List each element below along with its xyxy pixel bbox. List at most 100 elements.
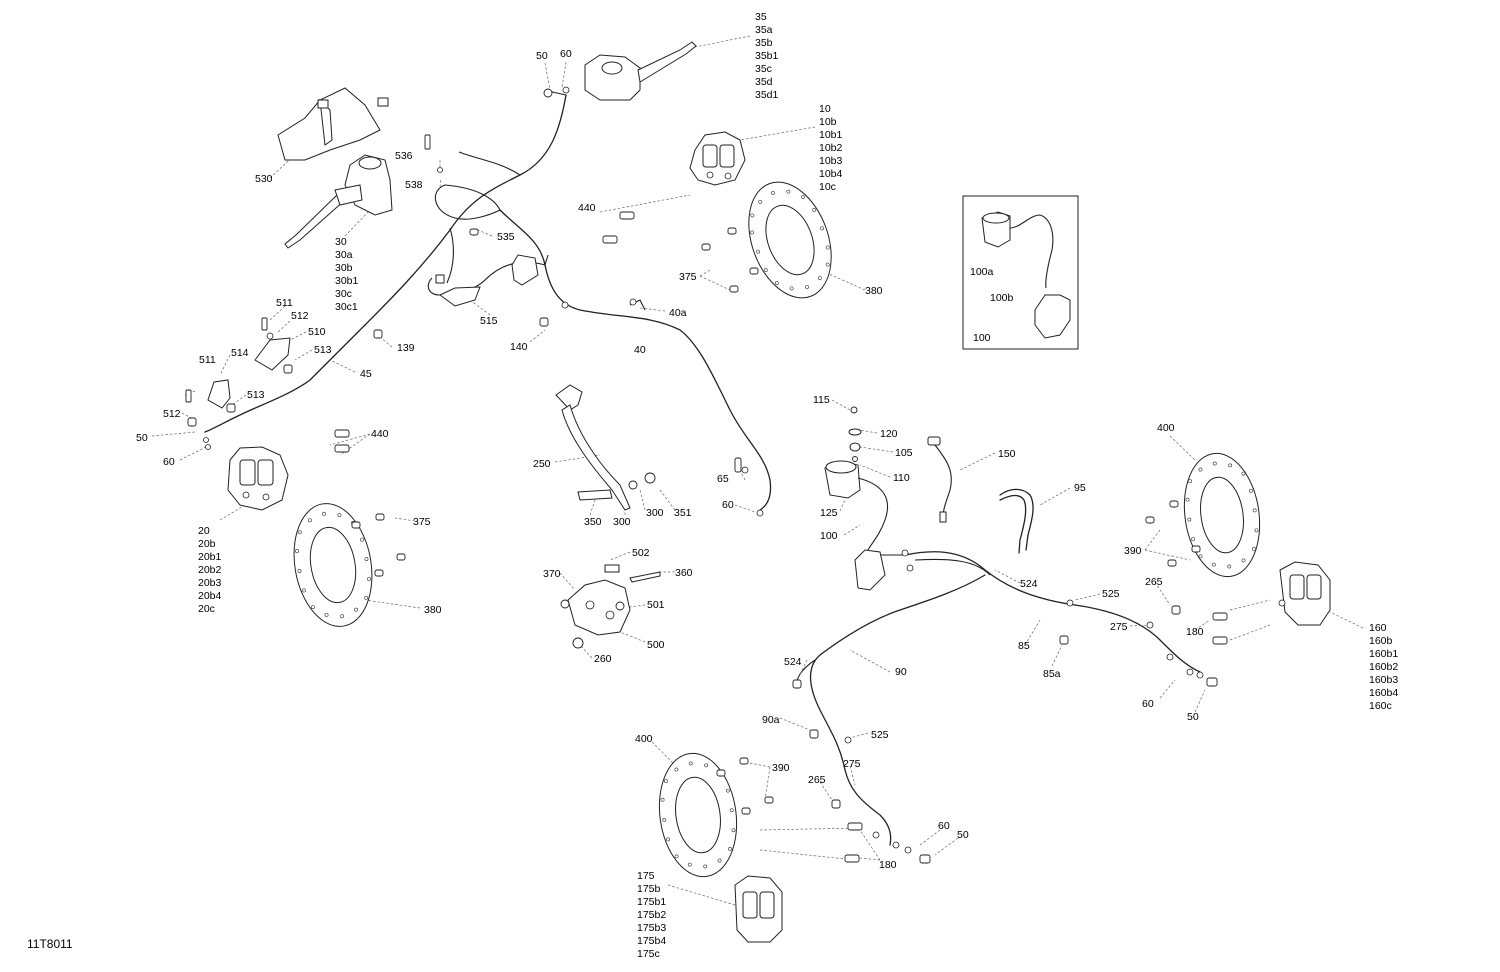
callout-513: 513 [314,344,332,356]
callout-120: 120 [880,428,898,440]
callout-50: 50 [957,829,969,841]
callout-60: 60 [560,48,572,60]
callout-511: 511 [276,297,293,309]
callout-160b1: 160b1 [1369,648,1398,660]
callout-35a: 35a [755,24,773,36]
callout-100b: 100b [990,292,1014,304]
callout-90: 90 [895,666,907,678]
callout-525: 525 [871,729,889,741]
callout-90a: 90a [762,714,780,726]
callout-110: 110 [893,472,910,484]
callout-20b3: 20b3 [198,577,222,589]
callout-50: 50 [536,50,548,62]
leader-lines [151,35,1364,906]
callout-60: 60 [163,456,175,468]
callout-50: 50 [1187,711,1199,723]
callout-175b3: 175b3 [637,922,666,934]
callout-85: 85 [1018,640,1030,652]
callout-160: 160 [1369,622,1387,634]
callout-502: 502 [632,547,650,559]
callout-35c: 35c [755,63,772,75]
callout-30: 30 [335,236,347,248]
callout-30c1: 30c1 [335,301,358,313]
callout-375: 375 [679,271,697,283]
callout-10b1: 10b1 [819,129,843,141]
brake-disc-front-right [748,181,832,299]
callout-20c: 20c [198,603,215,615]
callout-150: 150 [998,448,1016,460]
caliper-rear-left [734,875,783,943]
callout-20b4: 20b4 [198,590,222,602]
callout-group-10: 10 10b 10b1 10b2 10b3 10b4 10c [819,103,843,193]
callout-35d1: 35d1 [755,89,779,101]
callout-30b: 30b [335,262,353,274]
hose-95 [999,488,1034,554]
callout-375: 375 [413,516,431,528]
bracket-530 [277,87,389,161]
callout-512: 512 [163,408,181,420]
callout-350: 350 [584,516,602,528]
callout-400: 400 [635,733,653,745]
callout-525: 525 [1102,588,1120,600]
callout-400: 400 [1157,422,1175,434]
callout-45: 45 [360,368,372,380]
callout-524: 524 [1020,578,1038,590]
callout-group-175: 175 175b 175b1 175b2 175b3 175b4 175c [637,870,666,960]
callout-530: 530 [255,173,273,185]
callout-260: 260 [594,653,612,665]
callout-180: 180 [879,859,897,871]
callout-group-30: 30 30a 30b 30b1 30c 30c1 [335,236,359,313]
callout-20b: 20b [198,538,216,550]
callout-10b2: 10b2 [819,142,843,154]
callout-160b: 160b [1369,635,1393,647]
brake-disc-rear-right [1183,452,1261,578]
callout-390: 390 [1124,545,1142,557]
callout-105: 105 [895,447,913,459]
callout-175b: 175b [637,883,661,895]
callout-group-20: 20 20b 20b1 20b2 20b3 20b4 20c [198,525,222,615]
callout-35: 35 [755,11,767,23]
callout-30a: 30a [335,249,353,261]
caliper-front-left [227,446,289,511]
callout-60: 60 [722,499,734,511]
callout-20b1: 20b1 [198,551,222,563]
callout-160b4: 160b4 [1369,687,1398,699]
callout-30b1: 30b1 [335,275,359,287]
callout-100: 100 [973,332,991,344]
drawing-id: 11T8011 [27,937,73,951]
callout-35b1: 35b1 [755,50,779,62]
callout-180: 180 [1186,626,1204,638]
callout-275: 275 [1110,621,1128,633]
rear-sensor-150 [927,436,952,523]
callout-160b3: 160b3 [1369,674,1398,686]
callout-538: 538 [405,179,423,191]
callout-500: 500 [647,639,665,651]
rear-reservoir-125 [824,406,889,591]
callout-440: 440 [578,202,596,214]
callout-501: 501 [647,599,665,611]
master-cylinder-right-lever [543,41,697,101]
callout-390: 390 [772,762,790,774]
callout-370: 370 [543,568,561,580]
callout-100: 100 [820,530,838,542]
callout-100a: 100a [970,266,994,278]
callout-10b3: 10b3 [819,155,843,167]
callout-250: 250 [533,458,551,470]
callout-513: 513 [247,389,265,401]
callout-511: 511 [199,354,216,366]
callout-175b2: 175b2 [637,909,666,921]
callout-265: 265 [808,774,826,786]
callout-510: 510 [308,326,326,338]
callout-300: 300 [646,507,664,519]
callout-labels: 35 35a 35b 35b1 35c 35d 35d1 10 10b 10b1… [136,11,1398,960]
inset-box-100 [962,195,1079,350]
callout-536: 536 [395,150,413,162]
callout-10b: 10b [819,116,837,128]
callout-95: 95 [1074,482,1086,494]
callout-380: 380 [424,604,442,616]
callout-35b: 35b [755,37,773,49]
callout-10: 10 [819,103,831,115]
callout-125: 125 [820,507,838,519]
small-parts-510-515 [207,254,539,409]
